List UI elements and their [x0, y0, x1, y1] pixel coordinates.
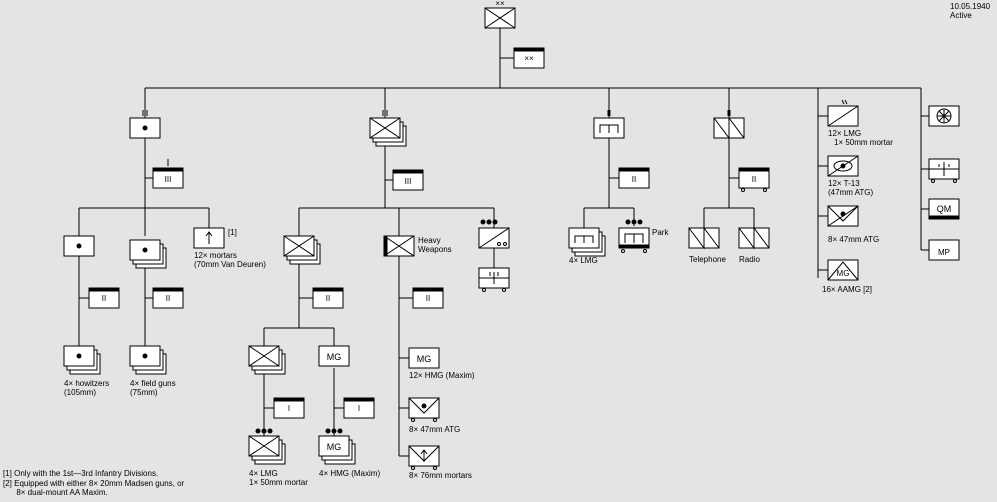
t13-label-1: 12× T-13 [828, 179, 860, 188]
heavy-mortar-company [408, 445, 440, 470]
mortar-label-2: (70mm Van Deuren) [194, 260, 266, 269]
svg-text:I: I [288, 404, 290, 413]
mg-company [318, 345, 350, 367]
svg-text:III: III [165, 175, 172, 184]
heavy-weapons-hq: II [412, 287, 444, 309]
mp-text: MP [938, 248, 950, 257]
footnote-1: [1] Only with the 1st—3rd Infantry Divis… [3, 469, 158, 478]
howitzer-label-1: 4× howitzers [64, 379, 109, 388]
division-hq: ×× [513, 47, 545, 69]
signals-battalion [713, 116, 745, 140]
inf-lmg-label-2: 1× 50mm mortar [249, 478, 308, 487]
svg-text:××: ×× [495, 0, 505, 8]
t13-label-2: (47mm ATG) [828, 188, 874, 197]
svg-text:××: ×× [524, 54, 534, 63]
inf-lmg-label-1: 4× LMG [249, 469, 278, 478]
howitzer-label-2: (105mm) [64, 388, 96, 397]
svg-text:II: II [102, 294, 106, 303]
radio-label: Radio [739, 255, 760, 264]
engineer-hq: II [618, 167, 650, 189]
hmg-company [408, 347, 440, 369]
fieldgun-label-2: (75mm) [130, 388, 158, 397]
radio-company [738, 226, 770, 250]
atg-company [408, 397, 440, 422]
quartermaster-company [928, 198, 960, 220]
footnote-3: 8× dual-mount AA Maxim. [3, 488, 108, 497]
divisional-atg-company [827, 205, 859, 227]
regiment-atg-company [478, 219, 510, 249]
mortar76-label: 8× 76mm mortars [409, 471, 472, 480]
artillery-hq: III [152, 159, 184, 189]
mg-company-text: MG [327, 352, 342, 362]
heavy-weapons-label-1: Heavy [418, 236, 441, 245]
supply-company [928, 158, 960, 183]
artillery-battalion-b [129, 239, 167, 269]
infantry-battalions [283, 235, 321, 265]
heavy-weapons-label-2: Weapons [418, 245, 452, 254]
svg-text:II: II [632, 175, 636, 184]
svg-text:III: III [405, 177, 412, 186]
hmg-company-text: MG [417, 354, 432, 364]
svg-text:II: II [752, 175, 756, 184]
mg-platoon-text: MG [327, 442, 342, 452]
svg-text:II: II [166, 294, 170, 303]
recon-lmg-label-2: 1× 50mm mortar [834, 138, 893, 147]
status-label: Active [950, 11, 972, 20]
engineer-park [618, 219, 650, 253]
aa-mg-company [827, 259, 859, 281]
footnote-2: [2] Equipped with either 8× 20mm Madsen … [3, 479, 185, 488]
svg-text:II: II [426, 294, 430, 303]
tank-destroyer-squadron [827, 155, 859, 177]
mortar-label-1: 12× mortars [194, 251, 237, 260]
date-label: 10.05.1940 [950, 2, 991, 11]
infantry-battalion-hq: II [312, 287, 344, 309]
fieldgun-battery [129, 345, 167, 375]
artillery-regiment [129, 117, 161, 139]
infantry-company-hq: I [273, 397, 305, 419]
engineer-battalion [593, 117, 625, 139]
infantry-platoons [248, 428, 286, 465]
eng-lmg-label: 4× LMG [569, 256, 598, 265]
aamg-label: 16× AAMG [2] [822, 285, 872, 294]
telephone-company [688, 226, 720, 250]
engineer-company [568, 227, 606, 257]
infantry-regiments [369, 117, 407, 147]
park-label: Park [652, 228, 669, 237]
infantry-companies [248, 345, 286, 375]
artillery-bn-hq-a: II [88, 287, 120, 309]
hmg-label: 12× HMG (Maxim) [409, 371, 475, 380]
atg-label: 8× 47mm ATG [409, 425, 460, 434]
artillery-bn-hq-b: II [152, 287, 184, 309]
infantry-regiment-hq: III [392, 169, 424, 191]
fieldgun-label-1: 4× field guns [130, 379, 176, 388]
mg-company-hq: I [343, 397, 375, 419]
mortar-company [193, 227, 225, 249]
heavy-weapons-company [383, 235, 415, 257]
recon-lmg-label-1: 12× LMG [828, 129, 861, 138]
military-police [928, 239, 960, 261]
artillery-battalion-a [63, 235, 95, 257]
regiment-supply-company [478, 267, 510, 292]
svg-text:I: I [358, 404, 360, 413]
svg-text:II: II [326, 294, 330, 303]
mortar-note-ref: [1] [228, 228, 237, 237]
telephone-label: Telephone [689, 255, 726, 264]
qm-text: QM [937, 204, 952, 214]
division-symbol: ×× [484, 0, 516, 29]
mg-platoons [318, 428, 356, 465]
signals-hq: II [738, 167, 770, 192]
inf-hmg-label: 4× HMG (Maxim) [319, 469, 380, 478]
medical-company [928, 105, 960, 127]
recon-cyclist-squadron [827, 99, 859, 127]
aa-mg-text: MG [837, 269, 850, 278]
howitzer-battery [63, 345, 101, 375]
atg-div-label: 8× 47mm ATG [828, 235, 879, 244]
